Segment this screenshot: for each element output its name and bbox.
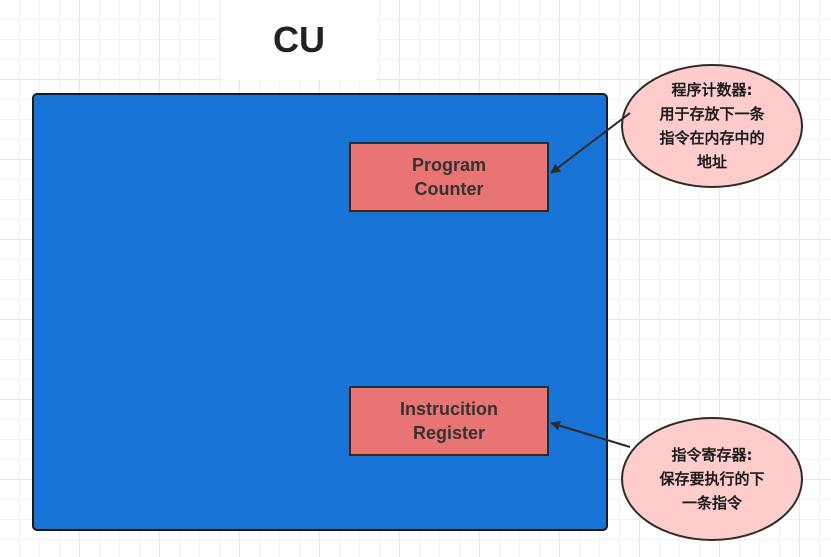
instruction-register-box: Instrucition Register <box>349 386 549 456</box>
title-box: CU <box>222 0 376 80</box>
program-counter-box: Program Counter <box>349 142 549 212</box>
instruction-register-note: 指令寄存器: 保存要执行的下 一条指令 <box>621 417 803 541</box>
diagram-title: CU <box>273 19 325 60</box>
program-counter-note: 程序计数器: 用于存放下一条 指令在内存中的 地址 <box>621 64 803 188</box>
